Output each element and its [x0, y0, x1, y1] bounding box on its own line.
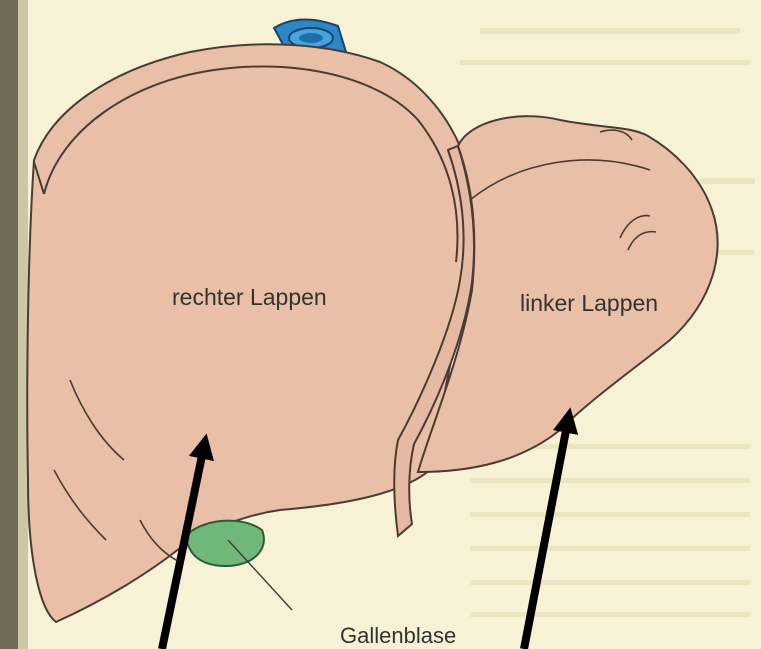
- left-lobe-label: linker Lappen: [520, 290, 658, 316]
- right-lobe-label: rechter Lappen: [172, 284, 327, 310]
- left-shadow: [18, 0, 28, 649]
- left-dark-strip: [0, 0, 18, 649]
- gallbladder-label: Gallenblase: [340, 623, 456, 648]
